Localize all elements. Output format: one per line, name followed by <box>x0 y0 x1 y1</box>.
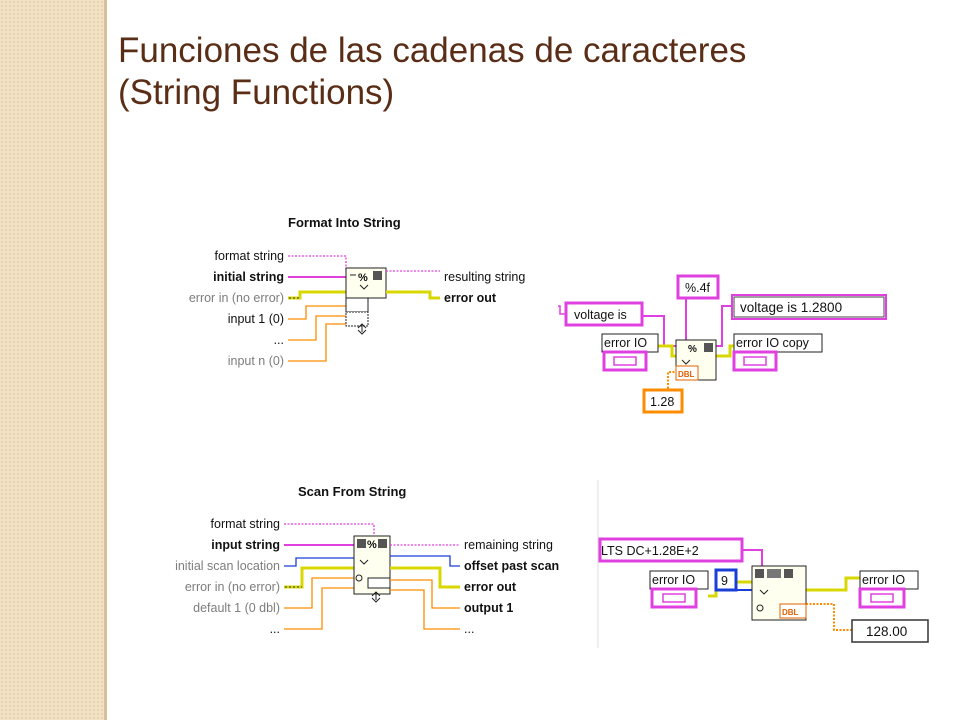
scan-from-string-heading: Scan From String <box>298 484 406 499</box>
sfe-error-in-cluster <box>650 587 698 609</box>
fis-output-error-out: error out <box>444 291 497 305</box>
fie-string-constant <box>564 301 644 327</box>
sfs-errorout-wire <box>390 566 460 589</box>
sfe-numeric-wire <box>806 603 852 631</box>
fis-input1-wire <box>288 305 346 320</box>
sfe-error-out-cluster <box>858 587 906 609</box>
sfs-scan-location-wire <box>284 557 354 567</box>
slide-title: Funciones de las cadenas de caracteres (… <box>118 30 746 114</box>
sfe-numeric-indicator-text: 128.00 <box>866 624 907 639</box>
fie-numeric-constant <box>642 388 684 414</box>
fis-errorout-wire <box>386 290 440 300</box>
format-into-string-connector: Format Into String format string initial… <box>189 215 526 368</box>
decorative-side-stripe <box>0 0 106 720</box>
fis-input-input-1: input 1 (0) <box>228 312 284 326</box>
svg-text:%: % <box>688 344 697 355</box>
sfe-integer-constant-text: 9 <box>721 574 728 588</box>
sfs-output-output-1: output 1 <box>464 601 513 615</box>
sfs-output-offset-past-scan: offset past scan <box>464 559 559 573</box>
fie-string-wire <box>642 315 676 347</box>
fie-error-in-label: error IO <box>604 336 647 350</box>
fis-inputn-wire <box>288 323 346 362</box>
fis-input-error-in: error in (no error) <box>189 291 284 305</box>
sfs-output-remaining-string: remaining string <box>464 538 553 552</box>
format-into-string-heading: Format Into String <box>288 215 401 230</box>
sfe-integer-constant <box>714 568 738 592</box>
fis-input-format-string: format string <box>215 249 285 263</box>
fie-error-in-cluster <box>602 350 648 372</box>
sfs-input-ellipsis: ... <box>270 622 280 636</box>
fis-input-ellipsis: ... <box>274 333 284 347</box>
sfs-offset-wire <box>390 555 460 567</box>
fie-errorin-wire <box>658 344 676 358</box>
fis-ellipsis-wire <box>288 315 346 341</box>
sfs-input-default-1: default 1 (0 dbl) <box>193 601 280 615</box>
sfs-out-ellipsis-wire <box>390 589 460 630</box>
fie-numeric-constant-text: 1.28 <box>650 395 674 409</box>
sfs-input-initial-scan: initial scan location <box>175 559 280 573</box>
slide-title-line-2: (String Functions) <box>118 73 395 112</box>
sfe-dbl-tag: DBL <box>782 608 799 617</box>
fis-format-wire <box>288 255 347 272</box>
fie-string-constant-text: voltage is <box>574 308 627 322</box>
svg-text:%: % <box>367 539 377 551</box>
sfe-string-constant-text: LTS DC+1.28E+2 <box>601 544 699 558</box>
sfe-string-constant <box>598 537 744 563</box>
fie-format-constant-text: %.4f <box>685 281 711 295</box>
fie-format-constant <box>676 274 720 300</box>
sfs-input-error-in: error in (no error) <box>185 580 280 594</box>
slide-title-line-1: Funciones de las cadenas de caracteres <box>118 31 747 70</box>
svg-text:%: % <box>358 272 368 284</box>
sfs-output-ellipsis: ... <box>464 622 474 636</box>
sfs-output-error-out: error out <box>464 580 517 594</box>
sfs-output1-wire <box>390 579 460 609</box>
stripe-divider <box>104 0 107 720</box>
sfs-input-format-string: format string <box>211 517 281 531</box>
fie-result-indicator-text: voltage is 1.2800 <box>740 300 842 315</box>
sfe-error-in-label: error IO <box>652 573 695 587</box>
fie-error-out-label: error IO copy <box>736 336 810 350</box>
fis-error-wire <box>288 290 346 300</box>
scan-from-string-example: LTS DC+1.28E+2 error IO 9 DBL error IO 1… <box>598 537 929 643</box>
sfs-default1-wire <box>284 577 354 609</box>
fie-error-out-cluster <box>732 350 778 372</box>
fis-input-initial-string: initial string <box>213 270 284 284</box>
fie-result-wire <box>716 305 732 347</box>
format-into-string-example: voltage is %.4f voltage is 1.2800 error … <box>558 274 887 414</box>
fie-errorout-wire <box>716 344 734 358</box>
sfe-string-wire <box>742 549 763 572</box>
sfs-format-wire <box>284 523 375 540</box>
sfs-ellipsis-wire <box>284 587 354 630</box>
fis-input-input-n: input n (0) <box>228 354 284 368</box>
sfe-numeric-indicator <box>851 619 929 643</box>
scan-from-string-connector: Scan From String format string input str… <box>175 484 559 636</box>
sfe-error-out-label: error IO <box>862 573 905 587</box>
fie-dbl-tag: DBL <box>678 370 695 379</box>
sfs-input-input-string: input string <box>211 538 280 552</box>
fis-output-resulting-string: resulting string <box>444 270 525 284</box>
sfe-errorout-wire <box>806 576 860 592</box>
